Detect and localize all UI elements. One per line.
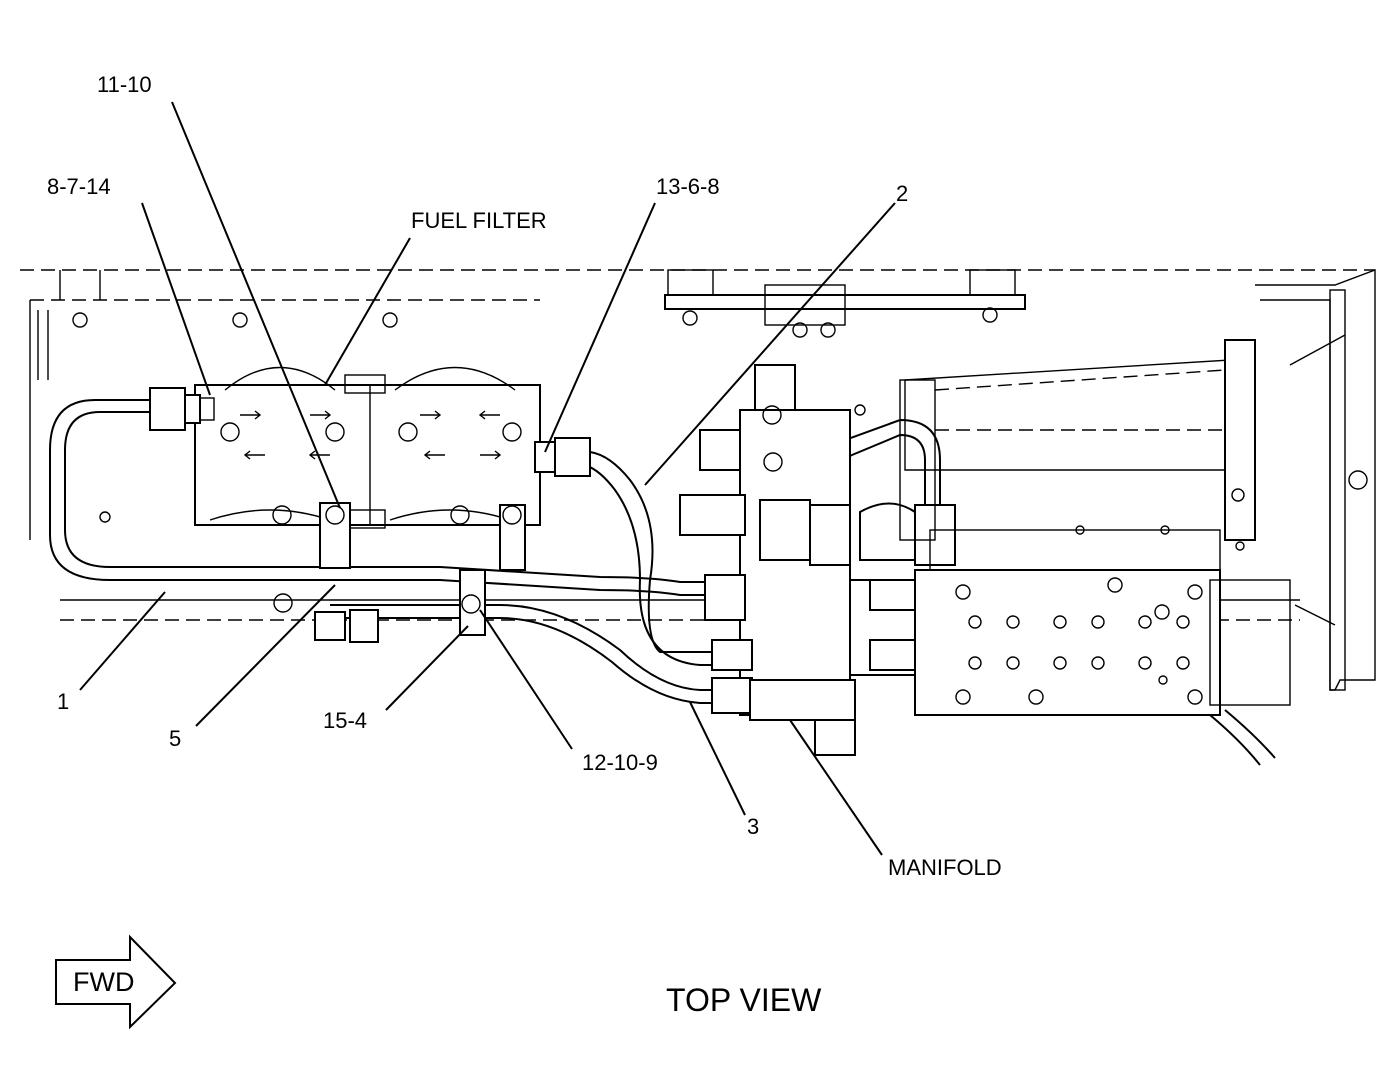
fittings bbox=[149, 387, 591, 643]
forward-arrow-outline bbox=[55, 934, 177, 1030]
manifold-body bbox=[679, 364, 956, 756]
callout-fuel-filter: FUEL FILTER bbox=[411, 208, 547, 233]
callout-1: 1 bbox=[57, 689, 70, 714]
leader-lines bbox=[79, 101, 896, 856]
motor-housing bbox=[899, 268, 1376, 691]
fwd-label: FWD bbox=[73, 967, 135, 997]
callout-manifold: MANIFOLD bbox=[888, 855, 1002, 880]
fuel-filter-assembly bbox=[99, 366, 541, 529]
callout-5: 5 bbox=[169, 726, 182, 751]
callout-15-4: 15-4 bbox=[323, 708, 368, 733]
callout-12-10-9: 12-10-9 bbox=[582, 750, 658, 775]
callout-2: 2 bbox=[896, 181, 909, 206]
mounting-brackets bbox=[72, 269, 1026, 338]
callout-11-10: 11-10 bbox=[97, 72, 152, 97]
callout-3: 3 bbox=[747, 814, 760, 839]
fuel-lines bbox=[49, 399, 941, 704]
callout-8-7-14: 8-7-14 bbox=[47, 174, 111, 199]
callout-13-6-8: 13-6-8 bbox=[656, 174, 720, 199]
view-title: TOP VIEW bbox=[666, 982, 822, 1018]
valve-block bbox=[914, 525, 1291, 766]
